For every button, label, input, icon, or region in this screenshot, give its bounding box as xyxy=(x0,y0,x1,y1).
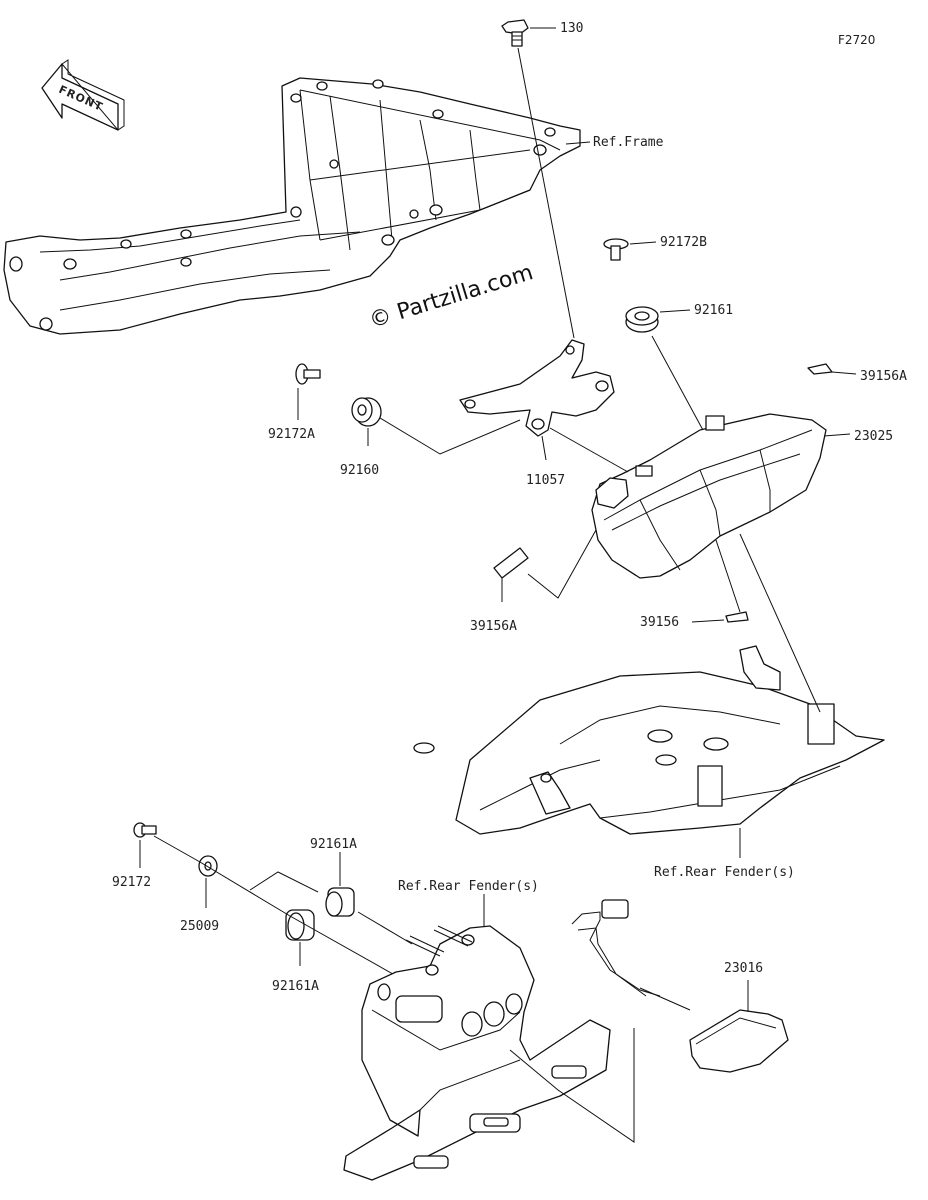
leader-92161 xyxy=(659,309,691,313)
bolt-130-icon xyxy=(501,19,529,47)
decal-39156 xyxy=(725,611,749,623)
screw-92172a-icon xyxy=(295,363,321,385)
leader-92161a-top-line xyxy=(357,911,413,945)
tail-light-23025 xyxy=(591,413,827,579)
label-92161a-top: 92161A xyxy=(310,837,357,852)
leader-ref-frame xyxy=(565,141,591,145)
license-light-23016 xyxy=(571,899,789,1073)
label-92172: 92172 xyxy=(112,875,151,890)
label-23025: 23025 xyxy=(854,429,893,444)
label-11057: 11057 xyxy=(526,473,565,488)
leader-fastener-stack xyxy=(153,835,401,979)
pin-2 xyxy=(433,925,473,947)
grommet-92160-icon xyxy=(351,397,382,427)
frame-part xyxy=(3,77,581,335)
label-92172a: 92172A xyxy=(268,427,315,442)
leader-130-down xyxy=(517,47,575,339)
leader-92161-down xyxy=(651,335,705,433)
label-ref-rear-fender-right: Ref.Rear Fender(s) xyxy=(654,865,795,880)
washer-25009-icon xyxy=(198,855,218,877)
leader-39156a-top xyxy=(831,371,857,375)
label-92161a-bottom: 92161A xyxy=(272,979,319,994)
diagram-code: F2720 xyxy=(838,33,875,47)
leader-fastener-join xyxy=(249,871,319,893)
license-plate-bracket xyxy=(343,925,611,1181)
label-92161: 92161 xyxy=(694,303,733,318)
label-92160: 92160 xyxy=(340,463,379,478)
leader-23025 xyxy=(823,433,851,437)
leader-39156a-left-line xyxy=(527,529,597,599)
decal-39156a-top xyxy=(807,363,833,375)
leader-tail-fender xyxy=(739,533,821,713)
pin-1 xyxy=(405,935,445,957)
label-ref-frame: Ref.Frame xyxy=(593,135,664,150)
leader-11057-line xyxy=(549,427,629,473)
leader-23016-cable xyxy=(639,987,691,1011)
screw-92172b-icon xyxy=(603,238,629,261)
label-130: 130 xyxy=(560,21,583,36)
leader-92160-line xyxy=(379,417,521,455)
leader-92172b xyxy=(629,241,657,245)
front-arrow-icon: FRONT xyxy=(41,59,125,131)
label-92172b: 92172B xyxy=(660,235,707,250)
label-ref-rear-fender-mid: Ref.Rear Fender(s) xyxy=(398,879,539,894)
label-23016: 23016 xyxy=(724,961,763,976)
bolt-92172-icon xyxy=(133,822,157,838)
decal-39156a-left xyxy=(493,547,529,579)
leader-11057 xyxy=(541,435,547,461)
label-39156a-left: 39156A xyxy=(470,619,517,634)
label-25009: 25009 xyxy=(180,919,219,934)
rear-fender-right xyxy=(413,645,885,835)
leader-23016-bracket xyxy=(509,1028,635,1143)
leader-39156-up xyxy=(715,539,741,613)
leader-39156 xyxy=(691,619,725,623)
label-39156a-top: 39156A xyxy=(860,369,907,384)
grommet-92161a-bottom-icon xyxy=(285,909,315,941)
grommet-92161-icon xyxy=(625,306,659,333)
label-39156: 39156 xyxy=(640,615,679,630)
watermark: © Partzilla.com xyxy=(366,260,536,334)
bracket-11057 xyxy=(459,339,615,437)
grommet-92161a-top-icon xyxy=(325,887,355,917)
